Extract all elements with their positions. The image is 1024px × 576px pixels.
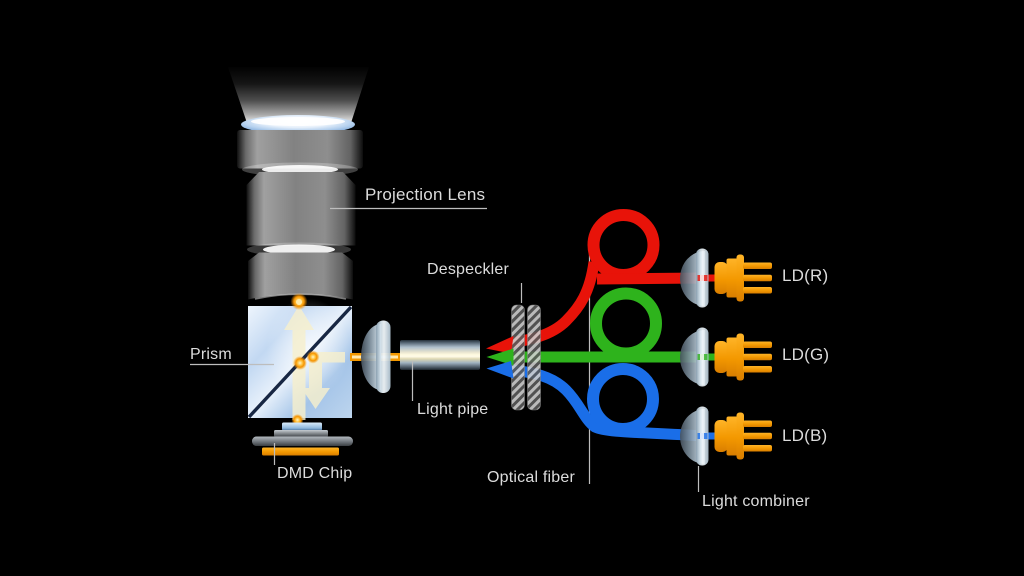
light-combiner-blue — [680, 406, 716, 466]
label-ld-blue: LD(B) — [782, 426, 828, 445]
label-ld-red: LD(R) — [782, 266, 829, 285]
laser-diode-blue — [714, 412, 772, 460]
label-ld-green: LD(G) — [782, 345, 830, 364]
blue-beam-arrowhead — [486, 361, 514, 379]
light-cone — [228, 67, 369, 123]
green-beam-arrowhead — [486, 348, 514, 366]
prism-graphic — [247, 293, 353, 426]
projection-lens-graphic — [228, 67, 369, 300]
fiber-blue — [510, 363, 704, 442]
dmd-chip-graphic — [252, 422, 353, 456]
laser-diode-green — [714, 333, 772, 381]
label-light-combiner: Light combiner — [702, 493, 810, 510]
beam-arrowheads — [486, 336, 514, 379]
light-combiner-red — [680, 248, 716, 308]
label-pointer-lines — [190, 207, 700, 492]
red-beam-arrowhead — [486, 336, 514, 354]
condenser-lens-graphic — [350, 320, 400, 393]
label-despeckler: Despeckler — [427, 261, 510, 278]
label-projection-lens: Projection Lens — [365, 185, 486, 204]
label-prism: Prism — [190, 346, 232, 363]
beam-glow-spots — [290, 293, 320, 426]
laser-diode-red — [714, 254, 772, 302]
label-dmd-chip: DMD Chip — [277, 465, 353, 482]
label-light-pipe: Light pipe — [417, 401, 489, 418]
label-optical-fiber: Optical fiber — [487, 469, 575, 486]
fiber-green — [509, 287, 703, 363]
light-combiner-green — [680, 327, 716, 387]
light-pipe-graphic — [400, 340, 480, 370]
